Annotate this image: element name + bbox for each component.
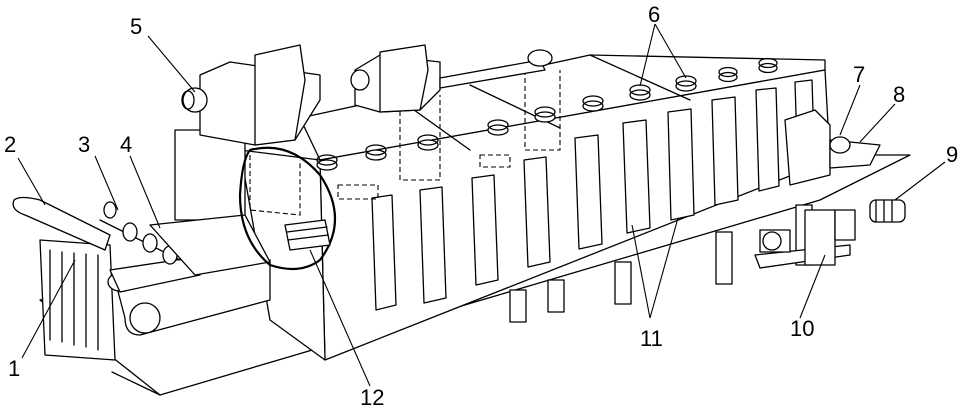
outlet-chute — [784, 109, 881, 186]
detail-highlight — [238, 146, 337, 271]
label-6: 6 — [648, 2, 660, 27]
label-8: 8 — [893, 82, 905, 107]
leader-lines — [17, 23, 946, 387]
hidden-ducts — [249, 70, 561, 216]
blower-housing-left — [174, 44, 321, 221]
label-9: 9 — [946, 142, 958, 167]
label-7: 7 — [853, 62, 865, 87]
label-2: 2 — [4, 132, 16, 157]
label-4: 4 — [120, 132, 132, 157]
window-panels — [371, 79, 816, 311]
label-10: 10 — [790, 316, 814, 341]
drive-unit — [754, 199, 906, 269]
reference-labels: 1 2 3 4 5 6 7 8 9 10 11 12 — [4, 2, 958, 410]
label-1: 1 — [8, 356, 20, 381]
blower-housing-center — [350, 44, 553, 113]
label-12: 12 — [360, 385, 384, 410]
bolts — [316, 57, 778, 171]
feed-conveyor — [12, 196, 271, 361]
label-3: 3 — [78, 132, 90, 157]
label-5: 5 — [130, 14, 142, 39]
label-11: 11 — [640, 326, 663, 351]
